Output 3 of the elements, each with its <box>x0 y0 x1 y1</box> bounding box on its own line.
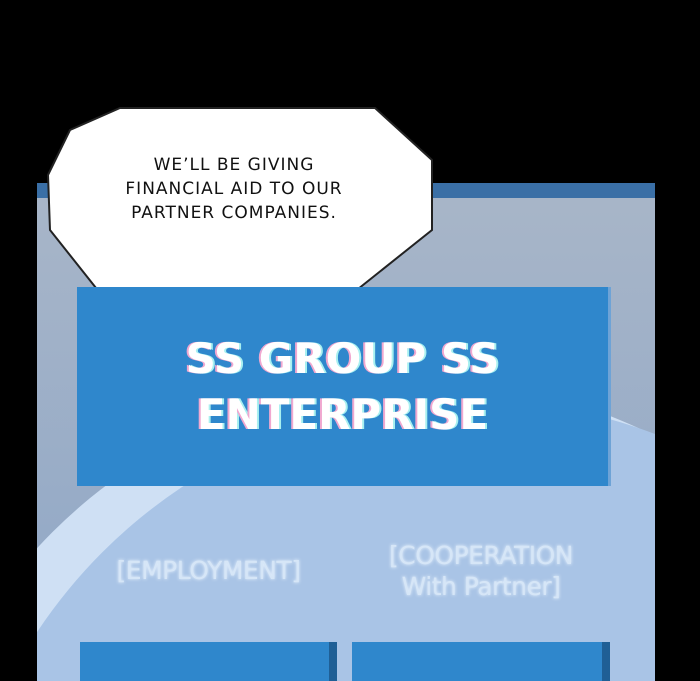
speech-text: WE’LL BE GIVING FINANCIAL AID TO OUR PARTNER COMPANIES. <box>124 154 344 225</box>
title-panel <box>77 287 608 486</box>
title-text: SS GROUP SS ENTERPRISE <box>184 332 500 440</box>
